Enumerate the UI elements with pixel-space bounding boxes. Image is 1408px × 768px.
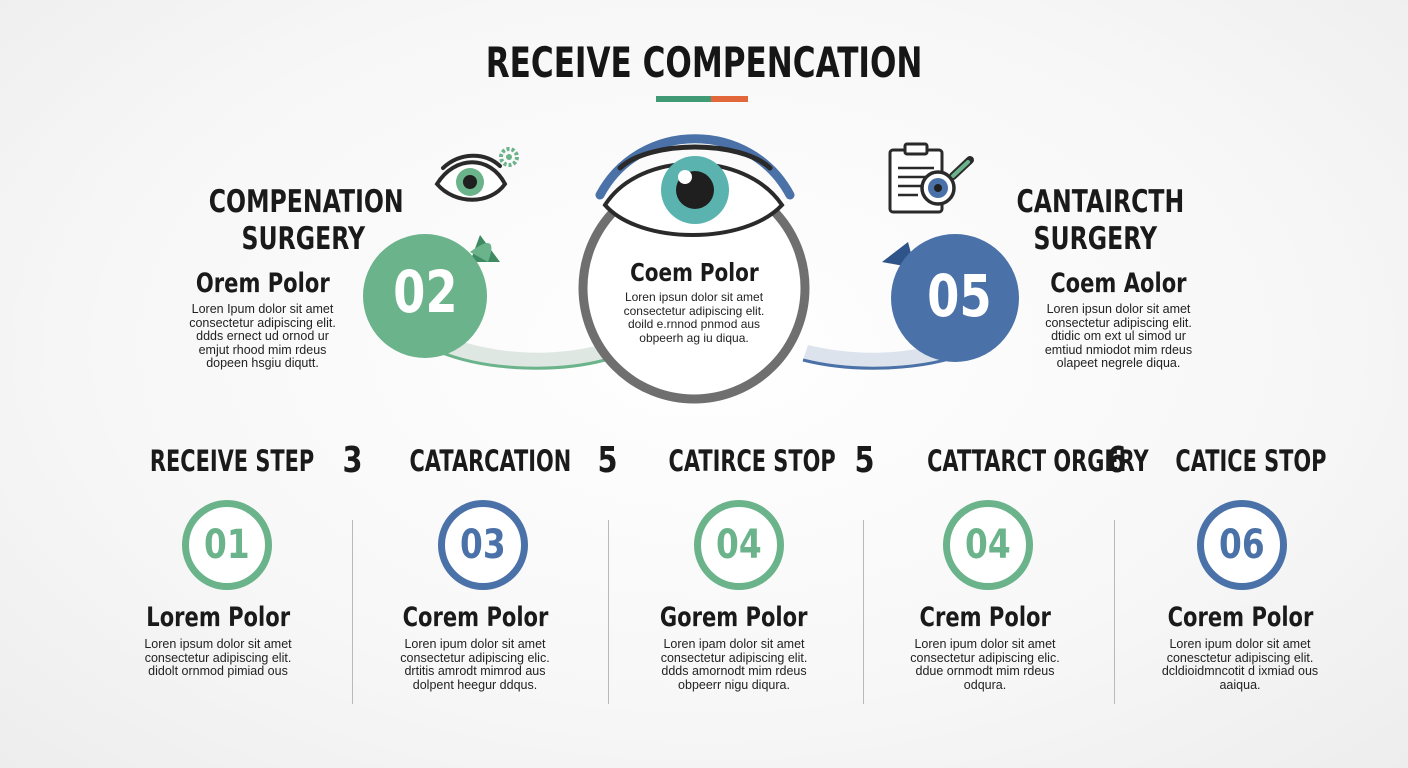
step-1-number: 01	[204, 522, 250, 568]
divider-4	[1114, 520, 1115, 704]
divider-2	[608, 520, 609, 704]
step-2-heading: CATARCATION	[409, 444, 572, 478]
step-5-ring: 06	[1197, 500, 1287, 590]
step-4-count: 6	[1106, 440, 1127, 481]
title-underline	[656, 96, 748, 102]
step-1-ring: 01	[182, 500, 272, 590]
center-body: Loren ipsun dolor sit amet consectetur a…	[623, 290, 765, 345]
left-heading: COMPENATION SURGERY	[208, 184, 404, 257]
left-bubble-number: 02	[392, 258, 458, 326]
step-5-body: Loren ipum dolor sit amet conesctetur ad…	[1161, 637, 1319, 692]
step-4-body: Loren ipum dolor sit amet consectetur ad…	[910, 637, 1060, 692]
step-2-ring: 03	[438, 500, 528, 590]
step-3-ring: 04	[694, 500, 784, 590]
step-2-number: 03	[460, 522, 506, 568]
step-4-number: 04	[965, 522, 1011, 568]
step-5-number: 06	[1219, 522, 1265, 568]
step-2-body: Loren ipum dolor sit amet consectetur ad…	[400, 637, 550, 692]
right-subtitle: Coem Aolor	[1050, 268, 1187, 299]
divider-3	[863, 520, 864, 704]
title-underline-green	[656, 96, 711, 102]
step-4-ring: 04	[943, 500, 1033, 590]
left-swoosh-edge	[439, 350, 606, 370]
step-3-subtitle: Gorem Polor	[660, 602, 808, 633]
title-underline-orange	[711, 96, 748, 102]
left-subtitle: Orem Polor	[195, 268, 330, 299]
step-1-count: 3	[342, 440, 363, 481]
right-bubble-number: 05	[926, 262, 992, 330]
page-title: RECEIVE COMPENCATION	[485, 38, 923, 87]
eye-gear-icon	[434, 147, 519, 202]
step-3-count: 5	[854, 440, 875, 481]
left-swoosh	[430, 330, 605, 369]
magnifier-eye-icon	[920, 156, 974, 206]
step-1-body: Loren ipsum dolor sit amet consectetur a…	[144, 637, 292, 678]
step-4-subtitle: Crem Polor	[919, 602, 1051, 633]
step-3-number: 04	[716, 522, 762, 568]
right-heading: CANTAIRCTH SURGERY	[1016, 184, 1185, 257]
step-3-heading: CATIRCE STOP	[668, 444, 836, 478]
step-5-heading: CATICE STOP	[1175, 444, 1327, 478]
left-bubble	[363, 234, 500, 358]
step-4-heading: CATTARCT ORGERY	[927, 444, 1149, 478]
center-subtitle: Coem Polor	[629, 258, 759, 287]
eye-icon	[595, 134, 795, 237]
right-bubble	[882, 234, 1019, 362]
right-text: Coem Aolor Loren ipsun dolor sit amet co…	[996, 262, 1241, 371]
step-5-subtitle: Corem Polor	[1167, 602, 1313, 633]
left-body: Loren Ipum dolor sit amet consectetur ad…	[189, 302, 336, 370]
step-3-body: Loren ipam dolor sit amet consectetur ad…	[660, 637, 808, 692]
divider-1	[352, 520, 353, 704]
left-block: COMPENATION SURGERY	[178, 184, 428, 258]
left-text: Orem Polor Loren Ipum dolor sit amet con…	[140, 262, 385, 371]
step-2-subtitle: Corem Polor	[402, 602, 548, 633]
step-1-heading: RECEIVE STEP	[149, 444, 315, 478]
step-1-subtitle: Lorem Polor	[146, 602, 290, 633]
step-2-count: 5	[597, 440, 618, 481]
right-block: CANTAIRCTH SURGERY	[990, 184, 1200, 258]
right-body: Loren ipsun dolor sit amet consectetur a…	[1044, 302, 1193, 370]
